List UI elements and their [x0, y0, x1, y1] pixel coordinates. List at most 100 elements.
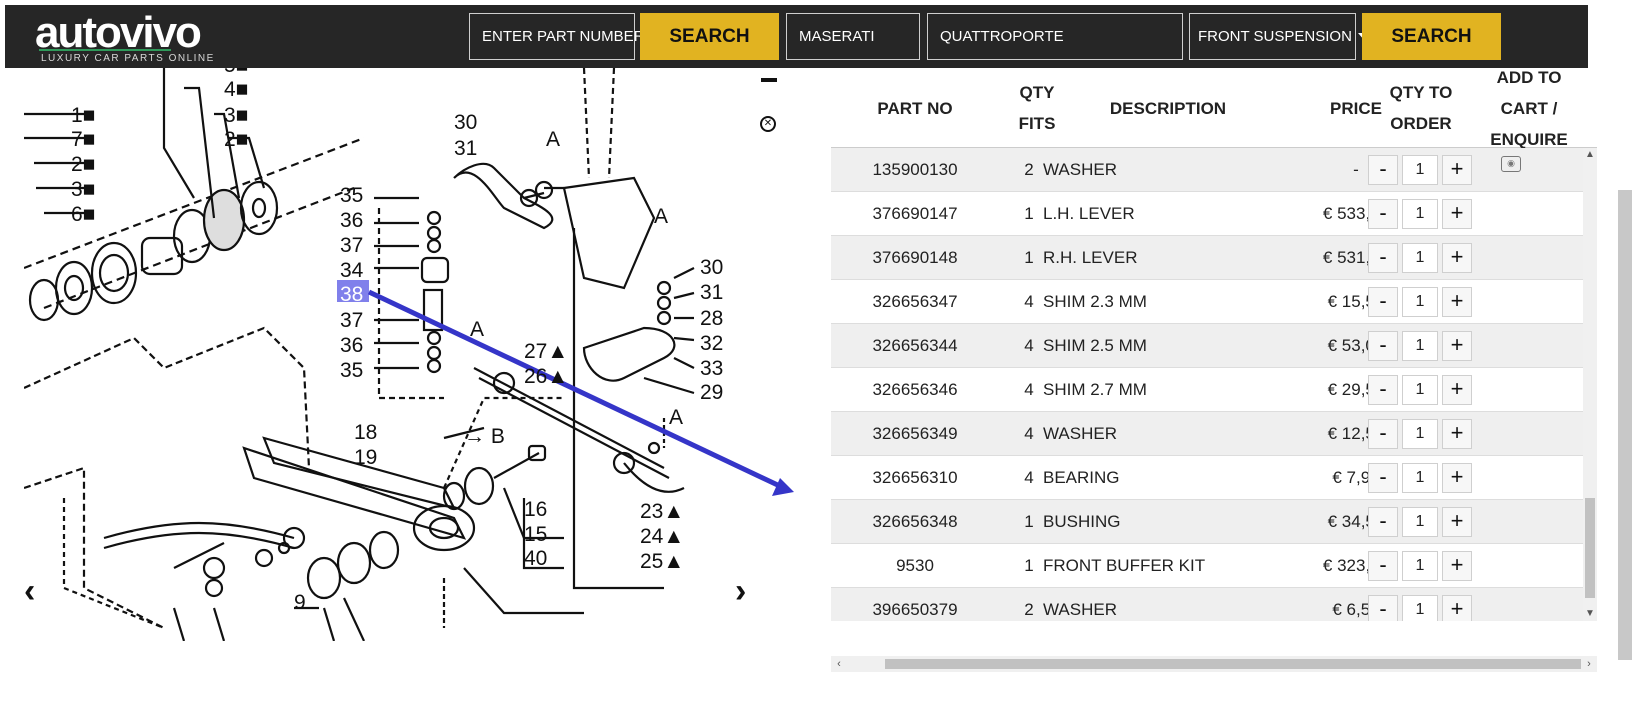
callout-25: 25▲ — [640, 550, 684, 573]
description-cell: BUSHING — [1043, 512, 1121, 531]
table-horizontal-scrollbar[interactable]: ‹ › — [831, 656, 1597, 672]
exploded-diagram[interactable]: 1■ 7■ 2■ 3■ 6■ 4■ 3■ 2■ 5■ 30 31 A 35 36… — [24, 68, 794, 641]
increment-button[interactable]: + — [1442, 375, 1472, 405]
callout-a1: A — [546, 128, 560, 151]
scroll-left-icon[interactable]: ‹ — [837, 658, 841, 670]
part-number-cell[interactable]: 326656347 — [872, 292, 958, 311]
part-number-cell[interactable]: 326656344 — [872, 336, 958, 355]
callout-3b: 3■ — [224, 104, 248, 127]
callout-37b: 37 — [340, 309, 363, 332]
part-number-cell[interactable]: 326656310 — [872, 468, 958, 487]
part-number-cell[interactable]: 326656349 — [872, 424, 958, 443]
part-number-cell[interactable]: 135900130 — [872, 160, 958, 179]
callout-27: 27▲ — [524, 340, 568, 363]
quantity-input[interactable]: 1 — [1402, 595, 1438, 621]
part-number-cell[interactable]: 326656346 — [872, 380, 958, 399]
increment-button[interactable]: + — [1442, 199, 1472, 229]
part-number-cell[interactable]: 326656348 — [872, 512, 958, 531]
part-search-button[interactable]: SEARCH — [640, 13, 779, 60]
scroll-thumb[interactable] — [1585, 498, 1595, 598]
increment-button[interactable]: + — [1442, 595, 1472, 621]
quantity-input[interactable]: 1 — [1402, 199, 1438, 229]
top-bar: autovivo LUXURY CAR PARTS ONLINE ENTER P… — [5, 5, 1588, 68]
qty-fits-cell: 2 — [1024, 160, 1034, 179]
description-cell: WASHER — [1043, 160, 1117, 179]
horizontal-scroll-thumb[interactable] — [885, 659, 1581, 669]
decrement-button[interactable]: - — [1368, 287, 1398, 317]
description-cell: SHIM 2.7 MM — [1043, 380, 1147, 399]
callout-33: 33 — [700, 357, 723, 380]
price-cell: - — [1353, 160, 1359, 179]
model-select[interactable]: QUATTROPORTE — [927, 13, 1183, 60]
callout-26: 26▲ — [524, 365, 568, 388]
qty-fits-cell: 4 — [1024, 336, 1034, 355]
callout-a3: A — [654, 205, 668, 228]
logo[interactable]: autovivo LUXURY CAR PARTS ONLINE — [35, 9, 215, 67]
part-number-cell[interactable]: 376690147 — [872, 204, 958, 223]
quantity-input[interactable]: 1 — [1402, 155, 1438, 185]
header-qty-fits: QTY FITS — [1018, 83, 1056, 133]
callout-1: 1■ — [71, 104, 95, 127]
quantity-stepper: -1+ — [1368, 419, 1472, 449]
reset-icon[interactable]: ✕ — [760, 116, 776, 132]
callout-6: 6■ — [71, 203, 95, 226]
quantity-input[interactable]: 1 — [1402, 419, 1438, 449]
logo-wordmark: autovivo — [35, 8, 202, 57]
decrement-button[interactable]: - — [1368, 375, 1398, 405]
table-vertical-scrollbar[interactable]: ▲ ▼ — [1583, 148, 1597, 621]
vehicle-search-button[interactable]: SEARCH — [1362, 13, 1501, 60]
increment-button[interactable]: + — [1442, 155, 1472, 185]
quantity-input[interactable]: 1 — [1402, 243, 1438, 273]
increment-button[interactable]: + — [1442, 507, 1472, 537]
scroll-down-icon[interactable]: ▼ — [1585, 608, 1595, 619]
make-select[interactable]: MASERATI — [786, 13, 920, 60]
category-select[interactable]: FRONT SUSPENSION — [1189, 13, 1372, 60]
quantity-input[interactable]: 1 — [1402, 463, 1438, 493]
decrement-button[interactable]: - — [1368, 551, 1398, 581]
part-number-input[interactable]: ENTER PART NUMBER — [469, 13, 645, 60]
part-number-cell[interactable]: 396650379 — [872, 600, 958, 619]
qty-fits-cell: 1 — [1024, 204, 1034, 223]
scroll-right-icon[interactable]: › — [1587, 658, 1591, 670]
enquire-cart-icon[interactable]: ◉ — [1501, 156, 1521, 172]
increment-button[interactable]: + — [1442, 463, 1472, 493]
callout-5: 5■ — [224, 68, 248, 77]
quantity-input[interactable]: 1 — [1402, 287, 1438, 317]
quantity-stepper: -1+ — [1368, 551, 1472, 581]
category-value: FRONT SUSPENSION — [1198, 28, 1352, 45]
description-cell: SHIM 2.3 MM — [1043, 292, 1147, 311]
increment-button[interactable]: + — [1442, 287, 1472, 317]
quantity-input[interactable]: 1 — [1402, 551, 1438, 581]
increment-button[interactable]: + — [1442, 243, 1472, 273]
increment-button[interactable]: + — [1442, 331, 1472, 361]
scroll-up-icon[interactable]: ▲ — [1585, 149, 1595, 160]
quantity-stepper: -1+ — [1368, 155, 1472, 185]
description-cell: SHIM 2.5 MM — [1043, 336, 1147, 355]
chevron-right-icon[interactable]: › — [735, 572, 747, 610]
callout-40: 40 — [524, 547, 547, 570]
decrement-button[interactable]: - — [1368, 199, 1398, 229]
increment-button[interactable]: + — [1442, 551, 1472, 581]
decrement-button[interactable]: - — [1368, 595, 1398, 621]
callout-16: 16 — [524, 498, 547, 521]
quantity-input[interactable]: 1 — [1402, 507, 1438, 537]
part-number-cell[interactable]: 376690148 — [872, 248, 958, 267]
decrement-button[interactable]: - — [1368, 331, 1398, 361]
callout-2b: 2■ — [224, 128, 248, 151]
decrement-button[interactable]: - — [1368, 155, 1398, 185]
decrement-button[interactable]: - — [1368, 507, 1398, 537]
page-scrollbar-thumb[interactable] — [1618, 190, 1632, 660]
decrement-button[interactable]: - — [1368, 463, 1398, 493]
increment-button[interactable]: + — [1442, 419, 1472, 449]
chevron-left-icon[interactable]: ‹ — [24, 572, 36, 610]
decrement-button[interactable]: - — [1368, 419, 1398, 449]
part-number-cell[interactable]: 9530 — [896, 556, 934, 575]
callout-15: 15 — [524, 523, 547, 546]
quantity-input[interactable]: 1 — [1402, 331, 1438, 361]
description-cell: L.H. LEVER — [1043, 204, 1135, 223]
minus-icon[interactable] — [761, 78, 777, 82]
decrement-button[interactable]: - — [1368, 243, 1398, 273]
quantity-input[interactable]: 1 — [1402, 375, 1438, 405]
